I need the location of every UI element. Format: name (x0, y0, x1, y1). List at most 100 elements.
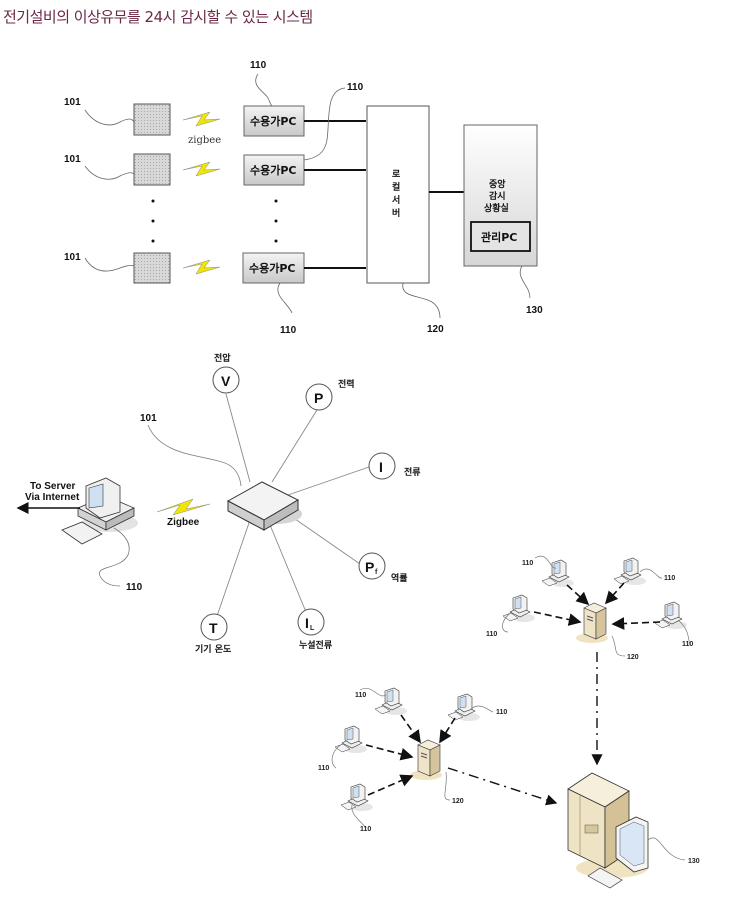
sensor-box (133, 252, 171, 284)
keyboard-icon (502, 612, 519, 622)
pc-ref: 110 (664, 575, 675, 582)
dashed-arrow (533, 611, 582, 626)
sensor-row-1: 101 zigbee 수용가PC 110 (64, 60, 366, 146)
keyboard-icon (374, 705, 391, 715)
local-server-label: 컬 (392, 181, 400, 193)
sensor-box (133, 153, 171, 186)
sensor-label: 기기 온도 (195, 643, 232, 655)
consumer-pc-label: 수용가PC (249, 261, 296, 275)
leader-line (639, 568, 663, 579)
sensor-symbol: P (365, 559, 374, 575)
pc-ref: 110 (360, 826, 371, 833)
server-icon (583, 607, 597, 640)
sensor-power-factor: P f 역률 (358, 552, 408, 584)
leader-line (502, 611, 513, 633)
zigbee-label: zigbee (188, 135, 221, 146)
to-server-label: To Server (30, 481, 75, 492)
sensor-symbol: T (209, 620, 218, 636)
sensor-current: I 전류 (368, 452, 421, 480)
pc-ref-label: 110 (280, 325, 297, 336)
consumer-pc-label: 수용가PC (250, 114, 297, 128)
leader-line (331, 743, 343, 769)
leader-line (677, 619, 691, 646)
pc-ref: 110 (682, 641, 693, 648)
local-server-label: 서 (392, 194, 400, 206)
sensor-leakage-current: I L 누설전류 (297, 608, 332, 651)
keyboard-icon (340, 801, 357, 811)
sensor-row-3: 101 수용가PC 110 (64, 252, 366, 336)
lightning-bolt-icon (182, 161, 221, 177)
dashed-arrow (611, 617, 661, 630)
server-icon (417, 744, 431, 777)
local-server-ref: 120 (427, 324, 444, 335)
device-ref: 101 (140, 413, 157, 424)
dashed-arrow (566, 584, 590, 606)
dashed-arrow (400, 714, 421, 744)
local-server-box: 로 컬 서 버 120 (366, 105, 444, 335)
central-ref: 130 (688, 858, 700, 865)
pc-ref: 110 (355, 692, 366, 699)
consumer-pc-box (242, 252, 305, 284)
leader-line (444, 771, 451, 801)
leader-line (647, 837, 686, 861)
pc-ref-label: 110 (347, 82, 364, 93)
sensor-symbol: I (379, 459, 383, 475)
pc-ref: 110 (486, 631, 497, 638)
consumer-pc-box (243, 154, 305, 186)
central-room-label: 감시 (489, 190, 506, 202)
sensor-label: 전류 (404, 466, 421, 478)
central-ref: 130 (526, 305, 543, 316)
keyboard-icon (613, 575, 630, 585)
diagram-system-block: 101 zigbee 수용가PC 110 101 수용가PC 110 (64, 60, 543, 336)
sensor-label: 누설전류 (299, 639, 332, 651)
dashed-arrow (367, 774, 414, 796)
pc-ref: 110 (496, 709, 507, 716)
server-ref: 120 (627, 654, 639, 661)
lightning-bolt-icon (156, 498, 211, 516)
dashed-arrow (604, 582, 625, 605)
server-ref: 120 (452, 798, 464, 805)
to-server-label: Via Internet (25, 492, 80, 503)
sensor-box (133, 103, 171, 136)
pc-ref: 110 (126, 582, 143, 593)
sensor-ref-label: 101 (64, 252, 81, 263)
pc-ref: 110 (522, 560, 533, 567)
sensor-label: 역률 (391, 572, 408, 584)
sensor-voltage: V 전압 (212, 352, 240, 394)
sensor-spokes (147, 393, 370, 617)
central-room-label: 중앙 (489, 178, 506, 190)
sensor-subscript: L (310, 625, 315, 632)
lightning-bolt-icon (182, 111, 221, 127)
sensor-ref-label: 101 (64, 97, 81, 108)
sensor-ref-label: 101 (64, 154, 81, 165)
sensor-symbol: I (305, 615, 309, 631)
keyboard-icon (541, 577, 558, 587)
sensor-label: 전압 (214, 352, 231, 364)
sensor-device-icon (226, 481, 302, 531)
sensor-subscript: f (375, 569, 378, 576)
leader-line (534, 555, 557, 569)
sensor-power: P 전력 (305, 378, 355, 411)
diagram-sensor-device: 101 V 전압 P 전력 I 전류 P f 역률 I L 누설전류 (16, 352, 421, 655)
leader-line (469, 705, 494, 713)
leader-line (351, 804, 367, 829)
sensor-symbol: V (221, 373, 231, 389)
page-title: 전기설비의 이상유무를 24시 감시할 수 있는 시스템 (3, 8, 313, 26)
local-server-label: 로 (392, 169, 401, 180)
sensor-label: 전력 (338, 378, 355, 390)
zigbee-label: Zigbee (167, 517, 200, 528)
admin-pc-label: 관리PC (481, 230, 517, 244)
dash-dot-arrow (447, 767, 558, 806)
admin-pc-box (470, 221, 531, 252)
pc-ref: 110 (318, 765, 329, 772)
desktop-pc-icon (61, 477, 138, 587)
central-room-label: 상황실 (484, 202, 509, 214)
ellipsis-dots (151, 199, 278, 243)
sensor-symbol: P (314, 390, 323, 406)
dashed-arrow (439, 717, 456, 744)
local-server-label: 버 (392, 207, 400, 219)
pc-ref-label: 110 (250, 60, 267, 71)
sensor-row-2: 101 수용가PC 110 (64, 82, 366, 186)
consumer-pc-label: 수용가PC (250, 163, 297, 177)
